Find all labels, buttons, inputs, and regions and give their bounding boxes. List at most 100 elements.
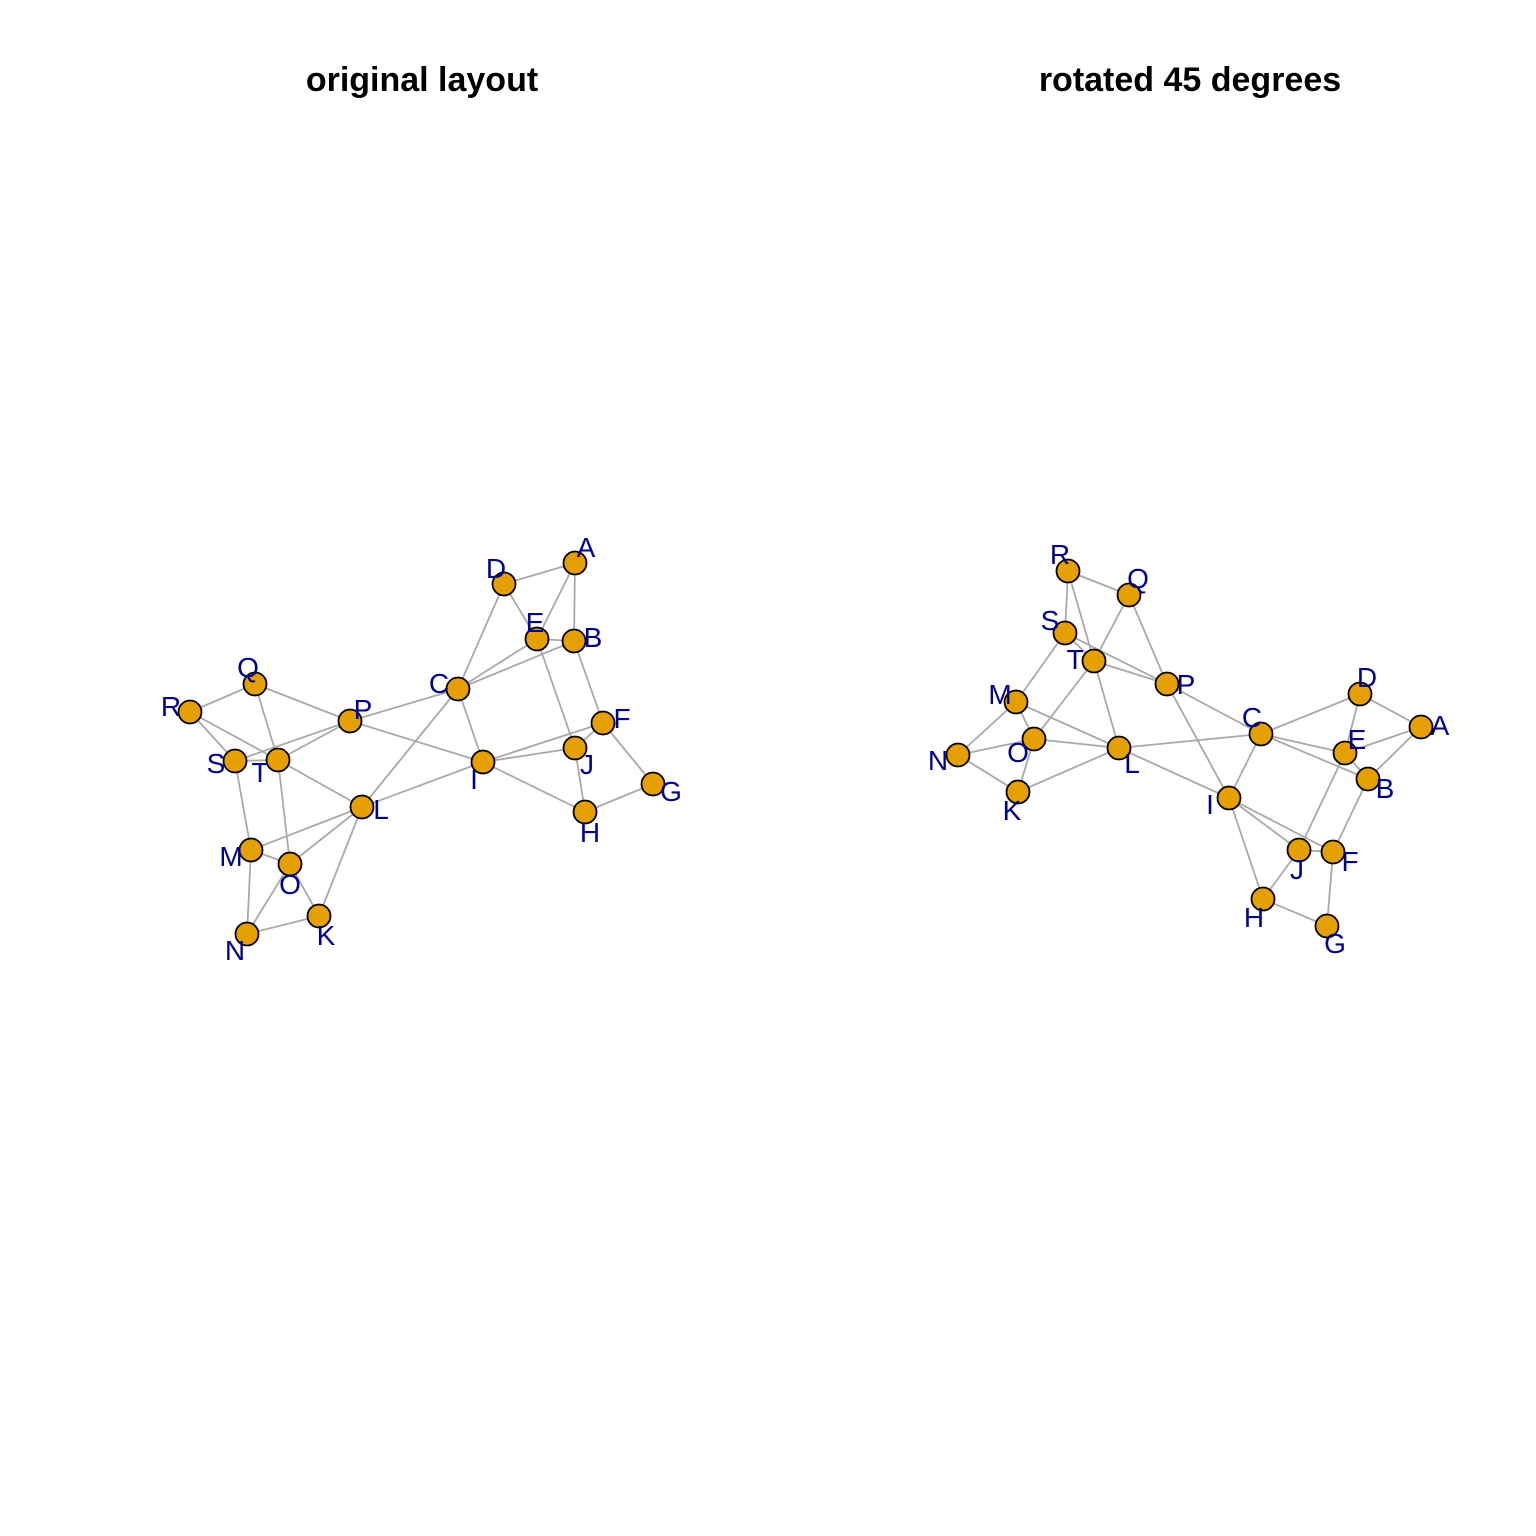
node-label-f: F — [613, 703, 630, 734]
node-label-k: K — [317, 920, 336, 951]
node-o — [1021, 726, 1047, 752]
node-q — [1116, 582, 1142, 608]
node-c — [1248, 721, 1274, 747]
node-label-r: R — [1050, 539, 1070, 570]
node-label-b: B — [1376, 773, 1395, 804]
edge-p-s — [234, 720, 351, 762]
node-label-n: N — [225, 935, 245, 966]
node-label-q: Q — [237, 652, 259, 683]
edge-c-d — [457, 583, 505, 690]
node-label-d: D — [486, 553, 506, 584]
node-label-j: J — [580, 749, 594, 780]
edge-c-p — [1166, 683, 1262, 735]
node-label-h: H — [580, 817, 600, 848]
edge-i-l — [361, 761, 484, 808]
node-label-e: E — [526, 607, 545, 638]
edge-c-e — [1260, 733, 1346, 754]
edge-a-e — [536, 562, 576, 640]
edge-a-e — [1344, 726, 1422, 754]
edge-k-l — [318, 806, 363, 917]
node-c — [445, 676, 471, 702]
node-h — [1250, 886, 1276, 912]
edge-i-j — [482, 747, 576, 763]
node-l — [1106, 735, 1132, 761]
edge-l-t — [1093, 660, 1120, 749]
node-label-g: G — [660, 776, 682, 807]
edge-c-l — [361, 688, 459, 808]
node-a — [562, 550, 588, 576]
edge-k-l — [1017, 747, 1120, 793]
edge-q-t — [254, 683, 279, 761]
edge-i-p — [1166, 683, 1230, 799]
node-b — [561, 628, 587, 654]
node-t — [1081, 648, 1107, 674]
node-m — [1003, 689, 1029, 715]
node-label-i: I — [1206, 789, 1214, 820]
edge-r-t — [189, 711, 279, 761]
edge-q-t — [1093, 594, 1130, 662]
node-a — [1408, 714, 1434, 740]
node-g — [640, 771, 666, 797]
node-label-a: A — [577, 532, 596, 563]
node-label-b: B — [584, 622, 603, 653]
node-label-s: S — [207, 748, 226, 779]
node-label-k: K — [1003, 795, 1022, 826]
edge-l-o — [289, 806, 363, 865]
edge-i-j — [1228, 797, 1300, 851]
edge-h-i — [482, 761, 586, 813]
node-label-g: G — [1324, 928, 1346, 959]
edge-p-s — [1064, 632, 1168, 685]
edge-c-i — [457, 688, 484, 763]
node-label-o: O — [279, 869, 301, 900]
node-label-h: H — [1244, 902, 1264, 933]
edge-e-j — [1298, 752, 1346, 851]
edge-m-n — [957, 701, 1017, 756]
node-o — [277, 851, 303, 877]
node-m — [238, 837, 264, 863]
node-q — [242, 671, 268, 697]
node-d — [1347, 681, 1373, 707]
node-label-m: M — [988, 679, 1011, 710]
node-r — [1055, 558, 1081, 584]
edge-f-g — [602, 722, 654, 785]
node-label-n: N — [928, 745, 948, 776]
node-label-c: C — [1242, 702, 1262, 733]
node-s — [222, 748, 248, 774]
node-p — [337, 708, 363, 734]
edge-m-n — [246, 849, 252, 935]
node-f — [590, 710, 616, 736]
edge-p-q — [254, 683, 351, 722]
node-label-l: L — [373, 794, 389, 825]
edge-f-i — [1228, 797, 1334, 853]
edge-m-s — [1015, 632, 1066, 703]
node-label-p: P — [354, 694, 373, 725]
node-group-rotated — [945, 558, 1434, 939]
edge-p-t — [277, 720, 351, 761]
node-p — [1154, 671, 1180, 697]
node-r — [177, 699, 203, 725]
edge-c-b — [1260, 733, 1369, 780]
edge-c-p — [349, 688, 459, 722]
node-label-t: T — [1066, 644, 1083, 675]
node-f — [1320, 839, 1346, 865]
panel-title-original-layout: original layout — [306, 61, 538, 99]
node-label-c: C — [429, 668, 449, 699]
node-h — [572, 799, 598, 825]
node-label-p: P — [1177, 669, 1196, 700]
node-b — [1355, 766, 1381, 792]
edge-e-j — [536, 638, 576, 749]
edge-c-b — [457, 640, 575, 690]
edge-i-p — [349, 720, 484, 763]
node-n — [234, 921, 260, 947]
node-label-e: E — [1348, 724, 1367, 755]
node-t — [265, 747, 291, 773]
edge-f-i — [482, 722, 604, 763]
node-label-a: A — [1431, 710, 1450, 741]
edge-n-o — [246, 863, 291, 935]
edge-m-s — [234, 760, 252, 851]
edge-b-f — [1332, 778, 1369, 853]
node-i — [470, 749, 496, 775]
